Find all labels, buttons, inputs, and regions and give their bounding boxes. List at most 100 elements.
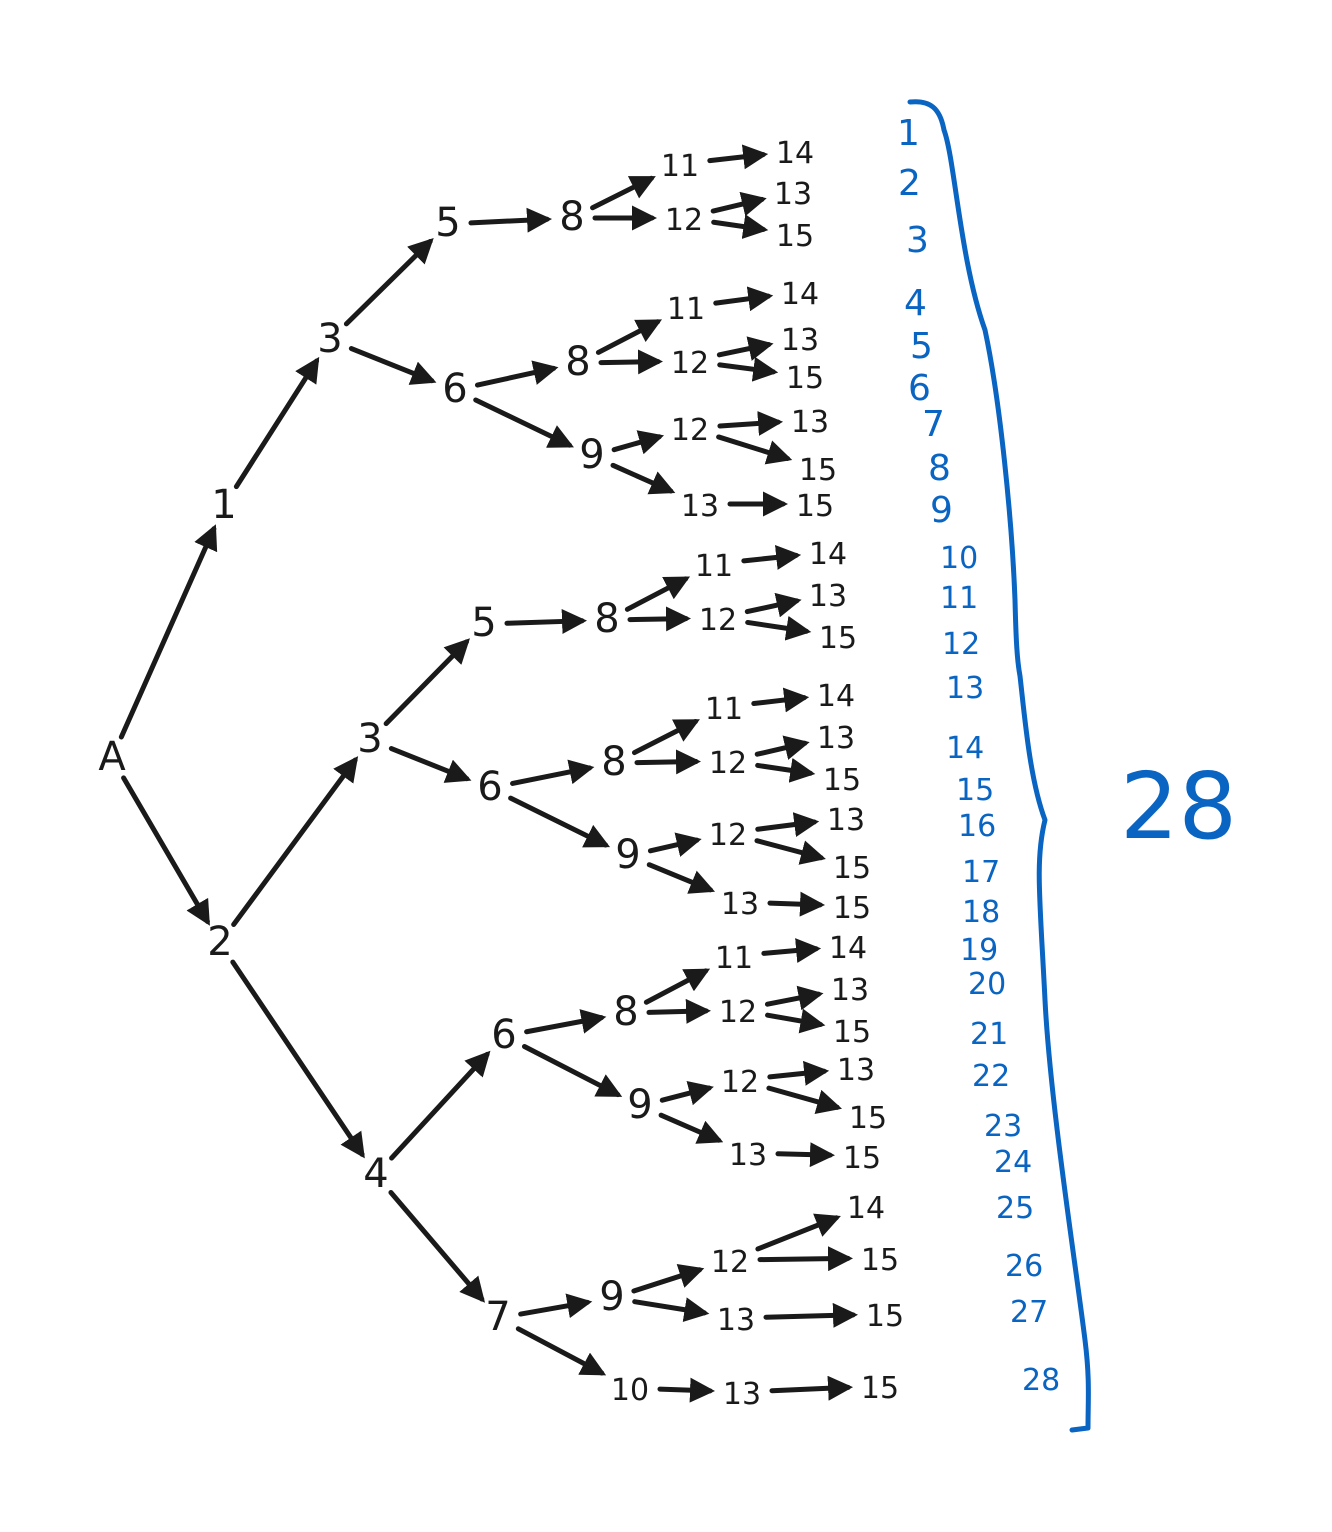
edge-arrow — [230, 959, 365, 1159]
path-count-2: 2 — [898, 163, 921, 204]
tree-node-a13: 13 — [774, 177, 812, 212]
tree-node-u3: 3 — [317, 316, 342, 362]
tree-node-c13x: 13 — [791, 405, 829, 440]
tree-node-n1: 1 — [211, 482, 236, 528]
tree-node-m6: 6 — [477, 764, 502, 810]
edge-arrow — [624, 576, 691, 612]
tree-node-m3: 3 — [357, 716, 382, 762]
tree-node-c15b: 15 — [796, 489, 834, 524]
path-count-27: 27 — [1010, 1295, 1048, 1330]
edge-arrow — [769, 1375, 854, 1401]
edge-arrow — [741, 545, 802, 570]
edge-arrow — [744, 592, 802, 618]
tree-node-d15: 15 — [819, 621, 857, 656]
edge-arrow — [631, 1264, 705, 1294]
tree-node-j13: 13 — [723, 1377, 761, 1412]
edge-arrow — [121, 775, 210, 926]
tree-node-f15b: 15 — [833, 891, 871, 926]
edge-arrow — [767, 891, 826, 917]
edge-arrow — [707, 144, 769, 170]
tree-node-f13x: 13 — [827, 803, 865, 838]
path-count-17: 17 — [962, 855, 1000, 890]
edge-arrow — [631, 719, 700, 756]
path-count-15: 15 — [956, 773, 994, 808]
tree-node-a15: 15 — [776, 219, 814, 254]
edge-arrow — [763, 1302, 859, 1328]
tree-node-g11: 11 — [715, 941, 753, 976]
edge-arrow — [717, 410, 784, 436]
tree-node-i12: 12 — [711, 1245, 749, 1280]
path-count-21: 21 — [970, 1017, 1008, 1052]
tree-node-e8: 8 — [601, 739, 626, 785]
path-count-6: 6 — [908, 368, 931, 409]
path-count-13: 13 — [946, 671, 984, 706]
path-count-28: 28 — [1022, 1363, 1060, 1398]
tree-node-d11: 11 — [695, 549, 733, 584]
edge-arrow — [388, 1189, 486, 1303]
tree-node-i13: 13 — [717, 1303, 755, 1338]
edge-arrow — [343, 238, 434, 327]
path-count-9: 9 — [930, 490, 953, 531]
tree-node-a12: 12 — [665, 203, 703, 238]
tree-node-d13: 13 — [809, 579, 847, 614]
tree-node-b15: 15 — [786, 361, 824, 396]
path-count-3: 3 — [906, 220, 929, 261]
tree-node-g8: 8 — [613, 989, 638, 1035]
tree-node-h13: 13 — [729, 1138, 767, 1173]
edge-arrow — [657, 1377, 716, 1403]
edge-arrow — [389, 1050, 491, 1161]
tree-node-b6: 6 — [491, 1012, 516, 1058]
edge-arrow — [647, 832, 702, 857]
edge-arrow — [646, 862, 716, 894]
tree-node-b8: 8 — [565, 339, 590, 385]
tree-node-b11: 11 — [667, 292, 705, 327]
tree-node-f15a: 15 — [833, 851, 871, 886]
path-count-4: 4 — [904, 283, 927, 324]
tree-node-h15a: 15 — [849, 1101, 887, 1136]
path-count-23: 23 — [984, 1109, 1022, 1144]
edge-arrow — [757, 1246, 854, 1272]
edge-arrow — [754, 838, 826, 865]
tree-node-i9: 9 — [599, 1274, 624, 1320]
edge-arrow — [767, 1060, 830, 1086]
tree-node-i14: 14 — [847, 1191, 885, 1226]
tree-node-b4: 4 — [363, 1151, 388, 1197]
tree-node-c9: 9 — [579, 432, 604, 478]
edge-arrow — [468, 207, 553, 233]
edge-arrow — [233, 356, 320, 490]
tree-node-u6: 6 — [442, 366, 467, 412]
tree-node-g12: 12 — [719, 995, 757, 1030]
edge-arrow — [755, 1213, 841, 1252]
path-count-12: 12 — [942, 627, 980, 662]
edge-arrow — [713, 286, 774, 312]
tree-node-f13: 13 — [721, 887, 759, 922]
edge-arrow — [761, 938, 822, 963]
edge-arrow — [716, 336, 774, 361]
edge-arrow — [646, 998, 712, 1024]
edge-arrow — [515, 1326, 607, 1376]
path-count-26: 26 — [1005, 1249, 1043, 1284]
edge-arrow — [518, 1293, 593, 1319]
edge-arrow — [643, 968, 711, 1005]
edge-arrow — [388, 746, 472, 783]
tree-node-b7: 7 — [485, 1294, 510, 1340]
tree-node-a11: 11 — [661, 149, 699, 184]
path-count-8: 8 — [928, 448, 951, 489]
edge-arrow — [473, 397, 574, 448]
tree-node-d8: 8 — [594, 596, 619, 642]
edge-arrow — [627, 606, 692, 632]
path-count-10: 10 — [940, 541, 978, 576]
path-count-5: 5 — [910, 326, 933, 367]
path-count-7: 7 — [922, 404, 945, 445]
edge-arrow — [658, 1112, 724, 1144]
edge-arrow — [755, 812, 820, 837]
edge-arrow — [632, 1297, 710, 1323]
edge-arrow — [595, 319, 663, 355]
path-count-14: 14 — [946, 731, 984, 766]
total-count: 28 — [1120, 753, 1237, 860]
edge-arrow — [764, 985, 824, 1011]
edge-arrow — [634, 749, 702, 775]
edge-arrow — [775, 1142, 836, 1168]
tree-node-f9: 9 — [615, 832, 640, 878]
